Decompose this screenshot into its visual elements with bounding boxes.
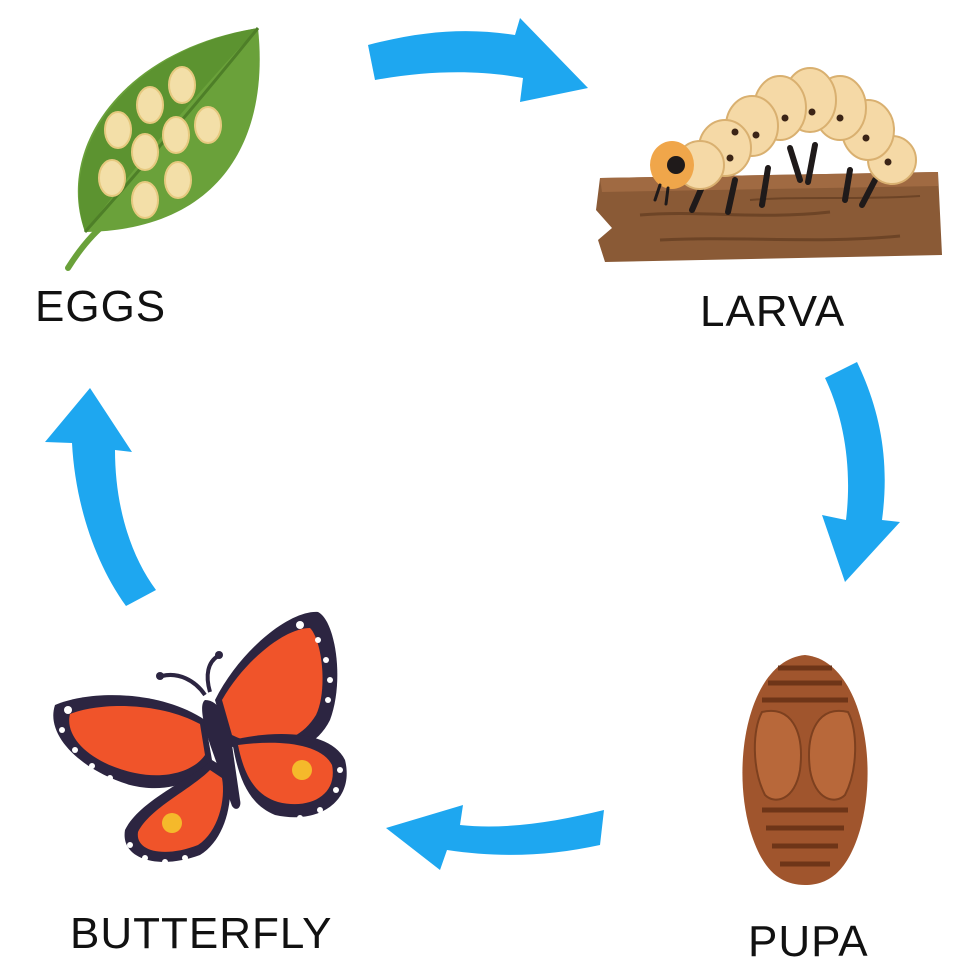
arrow-eggs-to-larva bbox=[368, 18, 588, 102]
arrow-pupa-to-butterfly bbox=[386, 805, 604, 870]
cycle-arrows bbox=[45, 18, 900, 870]
butterfly-icon bbox=[53, 611, 347, 865]
egg-leaf-icon bbox=[65, 27, 260, 271]
arrow-larva-to-pupa bbox=[822, 362, 900, 582]
chrysalis-icon bbox=[742, 655, 868, 885]
stage-label-pupa: PUPA bbox=[748, 917, 869, 966]
stage-label-butterfly: BUTTERFLY bbox=[70, 909, 333, 958]
caterpillar-icon bbox=[596, 67, 942, 262]
stage-label-larva: LARVA bbox=[700, 287, 846, 336]
arrow-butterfly-to-eggs bbox=[45, 388, 156, 606]
stage-label-eggs: EGGS bbox=[35, 282, 167, 331]
